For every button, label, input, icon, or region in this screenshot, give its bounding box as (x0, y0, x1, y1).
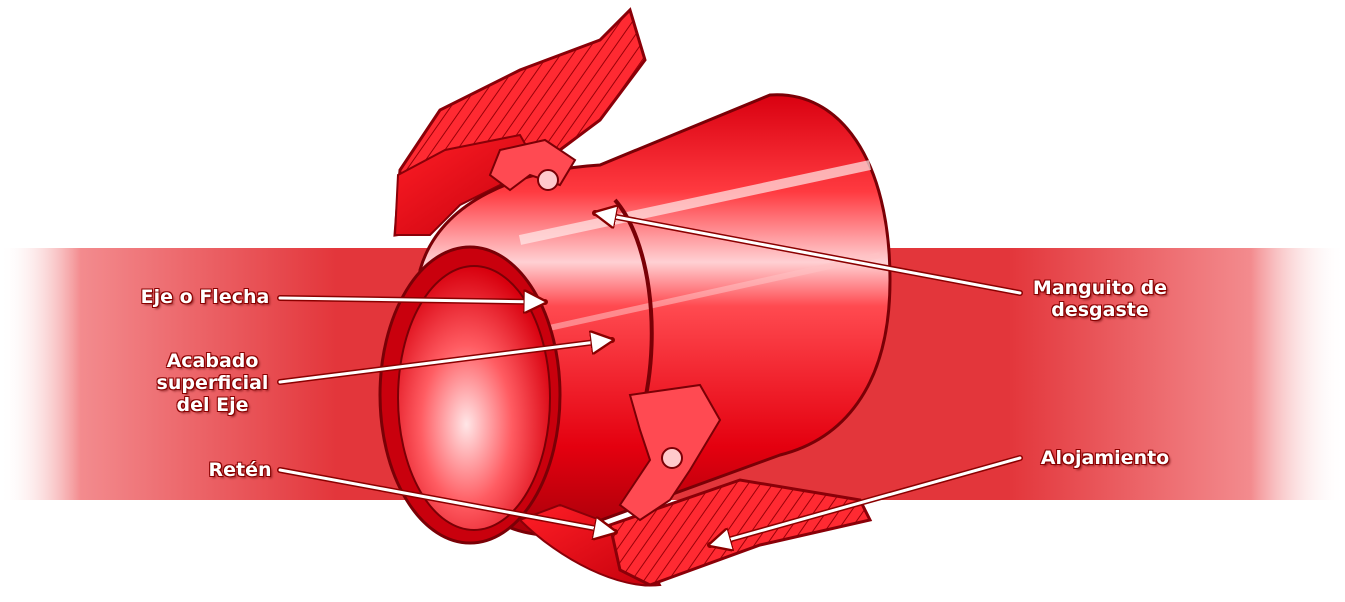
seal-top-spring (538, 170, 558, 190)
label-surface-finish: Acabado superficial del Eje (145, 350, 280, 416)
label-wear-sleeve-line2: desgaste (1020, 299, 1180, 321)
label-surface-finish-line2: superficial (145, 372, 280, 394)
label-wear-sleeve: Manguito de desgaste (1020, 277, 1180, 321)
label-housing-text: Alojamiento (1025, 447, 1185, 469)
shaft-end-face (398, 266, 550, 530)
label-wear-sleeve-line1: Manguito de (1020, 277, 1180, 299)
label-surface-finish-line3: del Eje (145, 394, 280, 416)
label-surface-finish-line1: Acabado (145, 350, 280, 372)
label-seal-text: Retén (200, 459, 280, 481)
label-shaft: Eje o Flecha (132, 286, 278, 308)
seal-bottom-spring (662, 448, 682, 468)
label-seal: Retén (200, 459, 280, 481)
label-housing: Alojamiento (1025, 447, 1185, 469)
label-shaft-text: Eje o Flecha (132, 286, 278, 308)
